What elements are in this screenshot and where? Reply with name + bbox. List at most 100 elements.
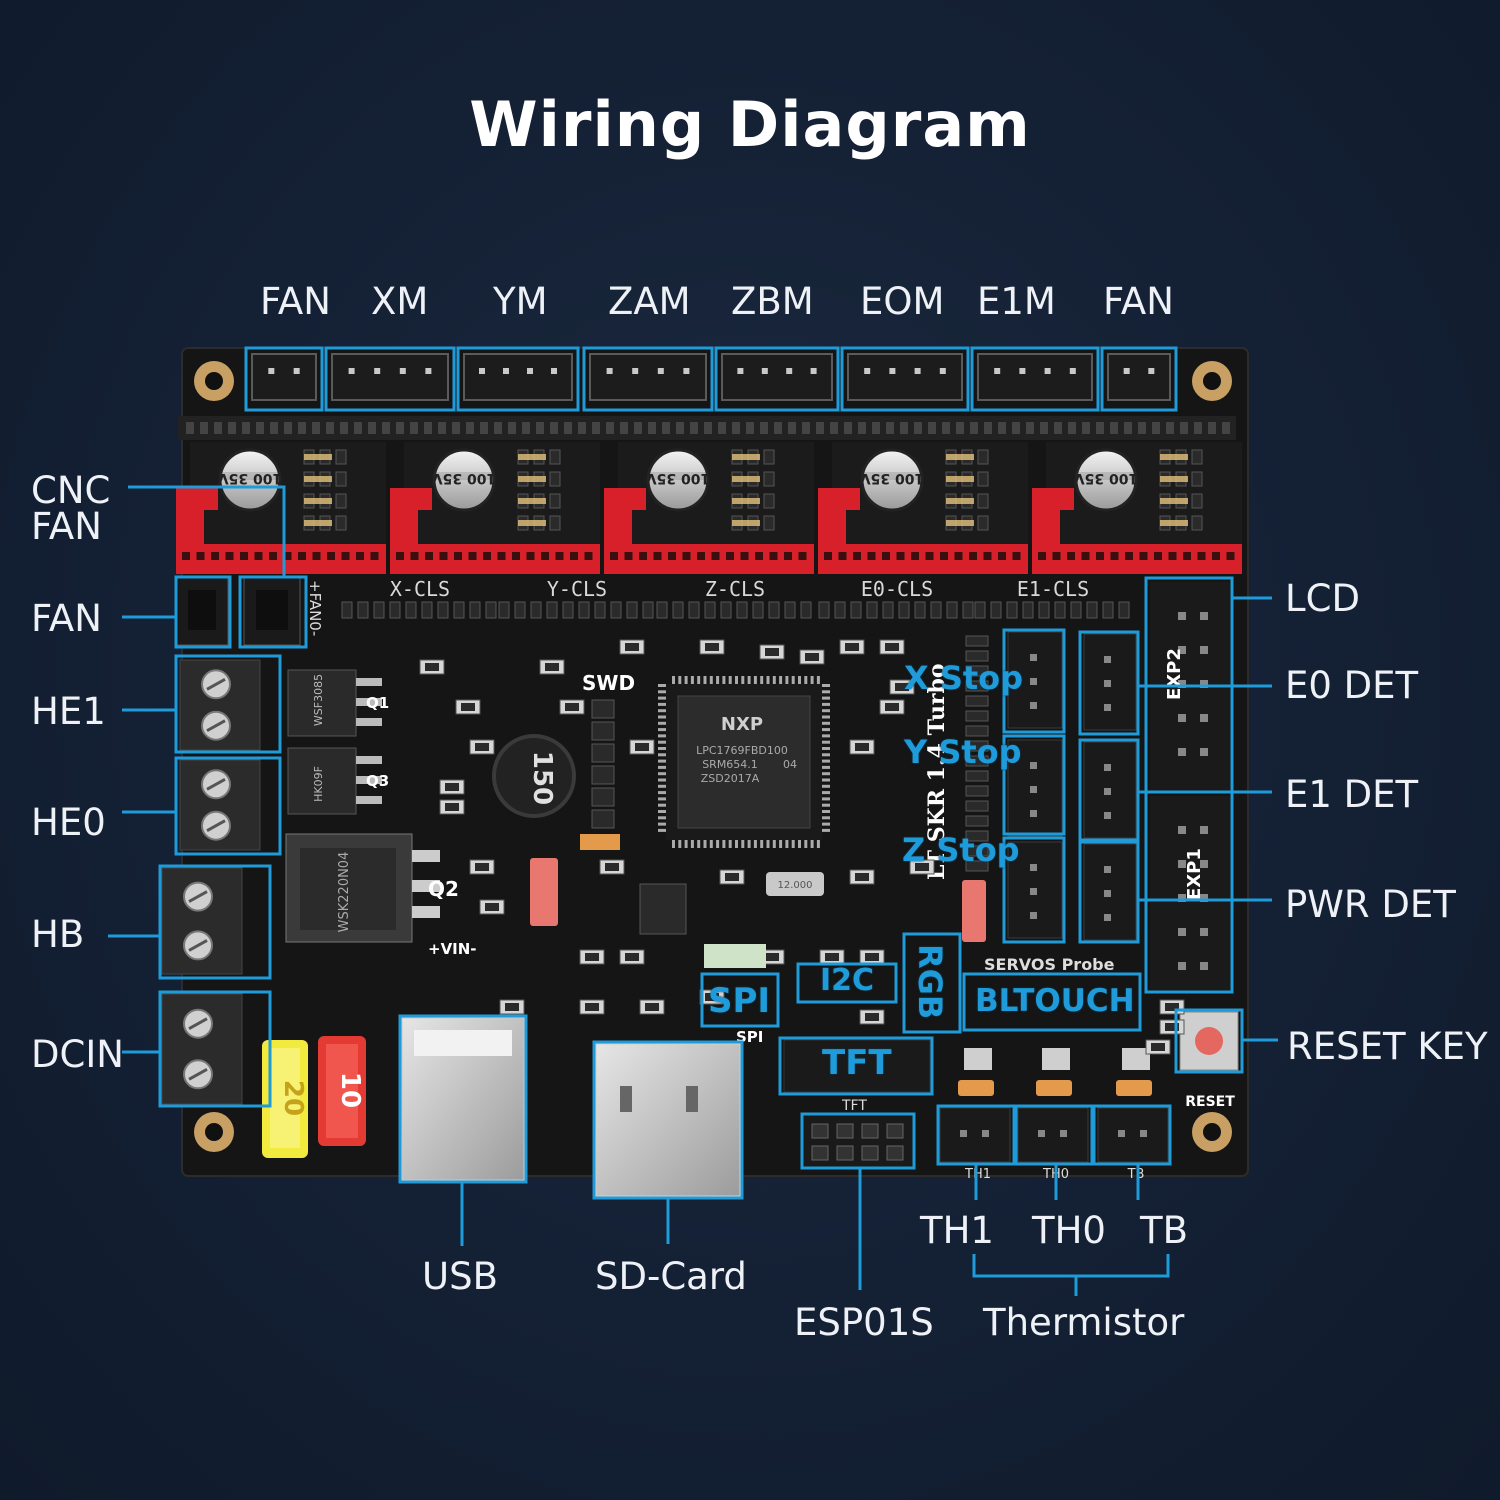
motor-connector-4 <box>589 353 707 401</box>
page-title: Wiring Diagram <box>469 88 1031 161</box>
svg-text:100 35V: 100 35V <box>218 470 283 486</box>
svg-text:EXP2: EXP2 <box>1164 648 1185 700</box>
left-label-dcin: DCIN <box>31 1033 124 1076</box>
exp-headers <box>1150 582 1230 990</box>
header-pins <box>186 422 1230 434</box>
cnc-label-line1: CNC <box>31 469 111 512</box>
top-label-1: FAN <box>260 280 331 323</box>
svg-text:150: 150 <box>527 751 557 805</box>
swd-silk: SWD <box>582 671 635 695</box>
capacitor-4 <box>860 448 924 512</box>
svg-text:WSF3085: WSF3085 <box>312 674 325 726</box>
cls-label-4: E0-CLS <box>861 577 933 601</box>
right-label-e1-det: E1 DET <box>1285 773 1419 816</box>
motor-connector-2 <box>331 353 449 401</box>
endstop-and-detect-connectors <box>965 631 1137 941</box>
skr-silk: LT SKR 1.4 Turbo <box>924 663 950 880</box>
left-label-he1: HE1 <box>31 690 106 733</box>
callout-tft: TFT <box>822 1043 892 1083</box>
power-jumper <box>530 858 558 926</box>
top-label-2: XM <box>371 280 429 323</box>
top-label-8: FAN <box>1103 280 1174 323</box>
capacitor-1 <box>218 448 282 512</box>
tft-header <box>783 1039 931 1093</box>
svg-text:100 35V: 100 35V <box>1074 470 1139 486</box>
svg-text:Q1: Q1 <box>366 694 389 712</box>
thermistor-conn-2 <box>1017 1107 1089 1163</box>
cls-row: X-CLS Y-CLS Z-CLS E0-CLS E1-CLS <box>341 577 1130 619</box>
driver-modules: 100 35V 100 35V 100 35V 100 35V 100 35V <box>176 442 1242 574</box>
svg-text:TFT: TFT <box>841 1098 867 1114</box>
bottom-label-esp01s: ESP01S <box>794 1301 934 1344</box>
bottom-label-thermistor: Thermistor <box>983 1301 1185 1344</box>
right-label-pwr-det: PWR DET <box>1285 883 1456 926</box>
callout-rgb: RGB <box>911 944 949 1020</box>
mcu-chip: NXP LPC1769FBD100 SRM654.1 04 ZSD2017A <box>666 684 822 840</box>
top-label-5: ZBM <box>731 280 814 323</box>
cls-label-5: E1-CLS <box>1017 577 1089 601</box>
svg-text:SERVOS Probe: SERVOS Probe <box>984 955 1115 974</box>
capacitor-2 <box>432 448 496 512</box>
right-label-reset-key: RESET KEY <box>1287 1025 1488 1068</box>
svg-text:100 35V: 100 35V <box>860 470 925 486</box>
fuse-yellow: 20 <box>262 1040 308 1158</box>
cls-label-1: X-CLS <box>390 577 450 601</box>
left-label-hb: HB <box>31 913 85 956</box>
svg-text:12.000: 12.000 <box>778 880 813 891</box>
svg-text:04: 04 <box>783 758 797 771</box>
bottom-label-th0: TH0 <box>1032 1209 1106 1252</box>
svg-text:SRM654.1: SRM654.1 <box>702 758 758 771</box>
svg-text:HK09F: HK09F <box>312 766 325 802</box>
mosfet-q3: HK09F Q3 <box>287 747 389 815</box>
svg-text:EXP1: EXP1 <box>1184 848 1205 900</box>
motor-connector-8 <box>1107 353 1171 401</box>
top-label-3: YM <box>493 280 548 323</box>
callout-bltouch: BLTOUCH <box>975 983 1135 1019</box>
svg-text:10: 10 <box>335 1072 365 1108</box>
fuse-red: 10 <box>318 1036 366 1146</box>
mounting-holes <box>194 361 1232 1152</box>
crystal <box>766 872 824 896</box>
motor-connector-6 <box>847 353 963 401</box>
mosfet-q1: WSF3085 Q1 <box>287 669 389 737</box>
smd-components <box>419 639 1185 1055</box>
callout-z-stop: Z Stop <box>902 831 1020 869</box>
motor-connector-3 <box>463 353 573 401</box>
svg-text:TB: TB <box>1127 1167 1145 1182</box>
motor-connector-5 <box>721 353 833 401</box>
cls-label-3: Z-CLS <box>705 577 765 601</box>
cnc-label-line2: FAN <box>31 505 102 548</box>
right-label-lcd: LCD <box>1285 577 1360 620</box>
cls-label-2: Y-CLS <box>547 577 607 601</box>
mosfet-q2: WSK220N04 Q2 <box>285 833 459 943</box>
exp1-header <box>1150 796 1230 990</box>
callout-y-stop: Y Stop <box>904 733 1022 771</box>
bottom-label-th1: TH1 <box>920 1209 994 1252</box>
mcu-pins <box>658 676 830 848</box>
callout-lines <box>108 346 1278 1296</box>
svg-text:ZSD2017A: ZSD2017A <box>701 772 760 785</box>
svg-text:20: 20 <box>278 1080 308 1116</box>
svg-text:Q2: Q2 <box>428 877 459 901</box>
swd-header <box>591 699 615 829</box>
motor-connector-7 <box>977 353 1093 401</box>
left-label-fan: FAN <box>31 597 102 640</box>
capacitor-3 <box>646 448 710 512</box>
callout-i2c: I2C <box>820 963 875 998</box>
bottom-label-tb: TB <box>1140 1209 1188 1252</box>
screw-terminals <box>161 659 261 1105</box>
svg-text:WSK220N04: WSK220N04 <box>337 852 352 933</box>
svg-text:NXP: NXP <box>721 714 763 735</box>
svg-text:RESET: RESET <box>1185 1094 1235 1110</box>
left-label-he0: HE0 <box>31 801 106 844</box>
bottom-label-sd-card: SD-Card <box>595 1255 747 1298</box>
svg-text:100 35V: 100 35V <box>646 470 711 486</box>
svg-text:100 35V: 100 35V <box>432 470 497 486</box>
bottom-label-usb: USB <box>422 1255 498 1298</box>
top-connectors <box>251 353 1171 401</box>
top-label-6: EOM <box>860 280 945 323</box>
svg-text:Q3: Q3 <box>366 772 389 790</box>
